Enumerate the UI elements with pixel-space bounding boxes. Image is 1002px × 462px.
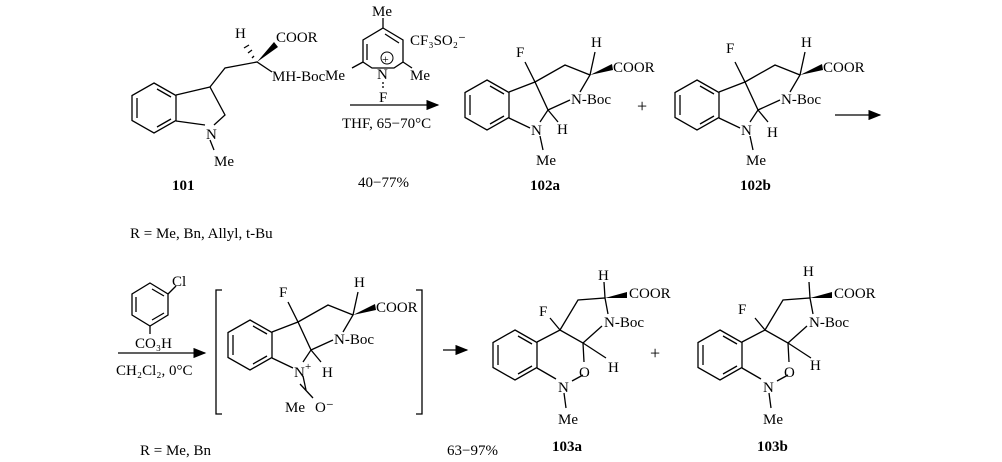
me-label: Me <box>285 400 305 416</box>
me-left: Me <box>325 68 345 84</box>
h-label: H <box>235 26 246 42</box>
yield-2: 63−97% <box>447 443 498 459</box>
coor-label: COOR <box>823 60 865 76</box>
h-label: H <box>591 35 602 51</box>
compound-103a: F H COOR N-Boc H O N Me 103a <box>493 268 671 455</box>
compound-102b: F H COOR N-Boc H N Me 102b <box>675 35 865 194</box>
me-label: Me <box>536 153 556 169</box>
nboc-label: N-Boc <box>571 92 611 108</box>
mcpba-reagent: Cl CO₃H <box>131 274 186 352</box>
yield-1: 40−77% <box>358 175 409 191</box>
coor-label: COOR <box>376 300 418 316</box>
intermediate-n-oxide: F H COOR N-Boc H N + O⁻ Me <box>215 275 423 416</box>
h-label: H <box>608 360 619 376</box>
f-label: F <box>279 285 287 301</box>
plus-sign: + <box>650 343 660 363</box>
h-label: H <box>322 365 333 381</box>
h-label: H <box>767 125 778 141</box>
compound-label-102b: 102b <box>740 178 771 194</box>
h-label: H <box>801 35 812 51</box>
coor-label: COOR <box>276 30 318 46</box>
plus-charge: + <box>305 361 311 373</box>
co3h-label: CO₃H <box>135 336 172 352</box>
coor-label: COOR <box>629 286 671 302</box>
counterion: CF₃SO₂⁻ <box>410 33 466 49</box>
cl-label: Cl <box>172 274 186 290</box>
n-label: N <box>531 123 542 139</box>
compound-103b: F H COOR N-Boc H O N Me 103b <box>698 264 876 455</box>
me-label: Me <box>763 412 783 428</box>
coor-label: COOR <box>834 286 876 302</box>
compound-102a: F H COOR N-Boc H N Me 102a <box>465 35 655 194</box>
plus-sign: + <box>637 96 647 116</box>
me-label: Me <box>746 153 766 169</box>
me-top: Me <box>372 4 392 20</box>
f-label: F <box>726 41 734 57</box>
h-label: H <box>354 275 365 291</box>
nboc-label: N-Boc <box>781 92 821 108</box>
n-label: N <box>377 67 388 83</box>
compound-label-102a: 102a <box>530 178 561 194</box>
n-label: N <box>294 365 305 381</box>
compound-label-103a: 103a <box>552 439 583 455</box>
f-label: F <box>539 304 547 320</box>
f-label: F <box>379 90 387 106</box>
compound-101: H COOR MH-Boc N Me 101 <box>131 26 326 194</box>
n-label: N <box>206 127 217 143</box>
o-label: O <box>579 365 590 381</box>
f-label: F <box>516 45 524 61</box>
coor-label: COOR <box>613 60 655 76</box>
me-label: Me <box>558 412 578 428</box>
nboc-label: N-Boc <box>604 315 644 331</box>
h-label: H <box>557 122 568 138</box>
nboc-label: N-Boc <box>809 315 849 331</box>
h-label: H <box>803 264 814 280</box>
me-label: Me <box>214 154 234 170</box>
o-minus-label: O⁻ <box>315 400 334 416</box>
f-label: F <box>738 302 746 318</box>
o-label: O <box>784 365 795 381</box>
r-groups-2: R = Me, Bn <box>140 443 211 459</box>
r-groups-1: R = Me, Bn, Allyl, t-Bu <box>130 226 273 242</box>
h-label: H <box>810 358 821 374</box>
nboc-label: N-Boc <box>334 332 374 348</box>
me-right: Me <box>410 68 430 84</box>
conditions-2: CH₂Cl₂, 0°C <box>116 363 192 379</box>
selectfluor-reagent: + Me Me Me N F CF₃SO₂⁻ <box>325 4 466 106</box>
compound-label-103b: 103b <box>757 439 788 455</box>
compound-label-101: 101 <box>172 178 195 194</box>
n-label: N <box>741 123 752 139</box>
nh-boc-label: MH-Boc <box>272 69 326 85</box>
n-label: N <box>763 380 774 396</box>
h-label: H <box>598 268 609 284</box>
n-label: N <box>558 380 569 396</box>
conditions-1: THF, 65−70°C <box>342 116 431 132</box>
plus-charge: + <box>382 52 389 66</box>
